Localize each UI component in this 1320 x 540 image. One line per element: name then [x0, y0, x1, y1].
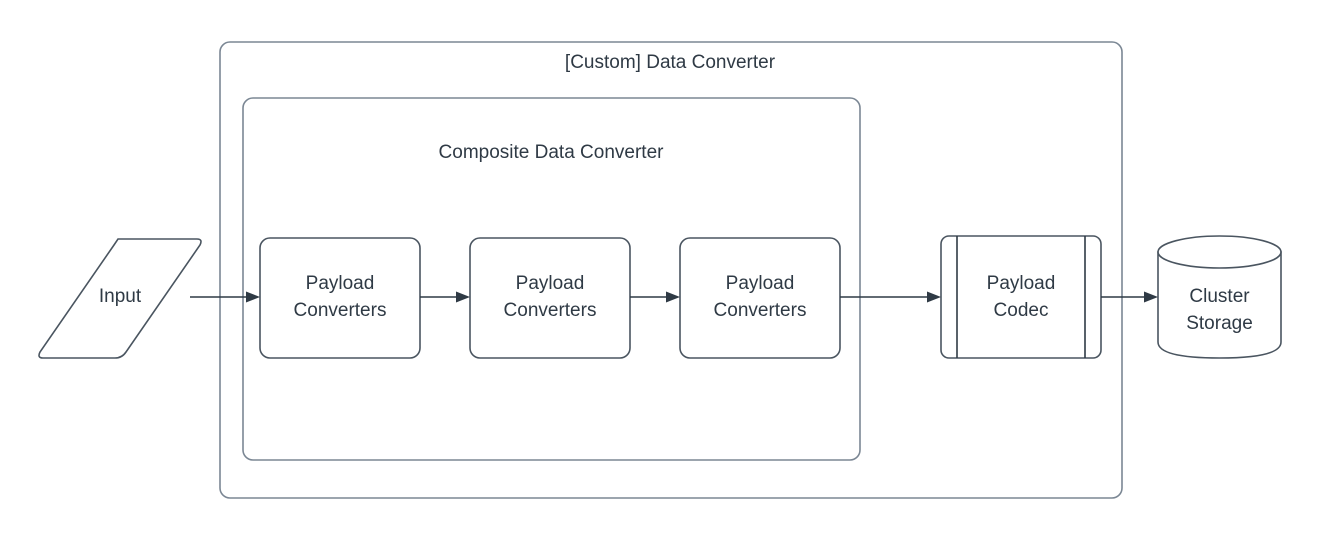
edge-payload-converters-3-to-codec: [840, 291, 941, 303]
edge-payload-converters-1-to-2: [420, 291, 470, 303]
group-custom-data-converter-label: [Custom] Data Converter: [565, 52, 776, 73]
node-payload-codec-shape[interactable]: [940, 235, 1102, 359]
node-payload-codec-label-line2: Codec: [994, 300, 1049, 321]
edge-codec-to-cluster-storage: [1101, 291, 1158, 303]
node-input[interactable]: Input: [38, 238, 202, 359]
node-payload-codec-label-line1: Payload: [987, 273, 1056, 294]
node-cluster-storage-top: [1157, 235, 1282, 269]
node-cluster-storage-body[interactable]: [1157, 251, 1282, 359]
edge-input-to-payload-converters-1: [190, 291, 260, 303]
node-payload-converters-3-label-line2: Converters: [714, 300, 807, 321]
group-composite-data-converter[interactable]: Composite Data Converter: [242, 97, 861, 461]
edge-payload-converters-2-to-3: [630, 291, 680, 303]
node-payload-converters-1-shape[interactable]: [259, 237, 421, 359]
group-composite-data-converter-label: Composite Data Converter: [439, 142, 665, 163]
node-cluster-storage-label-line1: Cluster: [1189, 286, 1250, 307]
edge-pc2-to-pc3-arrowhead: [666, 291, 680, 303]
group-composite-data-converter-box[interactable]: [242, 97, 861, 461]
node-cluster-storage-label-line2: Storage: [1186, 313, 1253, 334]
node-payload-converters-1-label-line2: Converters: [294, 300, 387, 321]
node-cluster-storage[interactable]: Cluster Storage: [1157, 235, 1282, 359]
node-payload-converters-2[interactable]: Payload Converters: [469, 237, 631, 359]
node-payload-converters-3[interactable]: Payload Converters: [679, 237, 841, 359]
group-custom-data-converter-box[interactable]: [219, 41, 1123, 499]
node-payload-converters-3-label-line1: Payload: [726, 273, 795, 294]
node-input-shape[interactable]: [38, 238, 202, 359]
node-payload-converters-2-label-line2: Converters: [504, 300, 597, 321]
edge-pc1-to-pc2-arrowhead: [456, 291, 470, 303]
node-payload-converters-1[interactable]: Payload Converters: [259, 237, 421, 359]
node-payload-converters-2-shape[interactable]: [469, 237, 631, 359]
edge-pc3-to-codec-arrowhead: [927, 291, 941, 303]
node-payload-converters-1-label-line1: Payload: [306, 273, 375, 294]
edge-input-to-pc1-arrowhead: [246, 291, 260, 303]
node-payload-converters-2-label-line1: Payload: [516, 273, 585, 294]
node-payload-converters-3-shape[interactable]: [679, 237, 841, 359]
edge-codec-to-storage-arrowhead: [1144, 291, 1158, 303]
group-custom-data-converter[interactable]: [Custom] Data Converter: [219, 41, 1123, 499]
node-payload-codec[interactable]: Payload Codec: [940, 235, 1102, 359]
node-input-label: Input: [99, 286, 142, 307]
